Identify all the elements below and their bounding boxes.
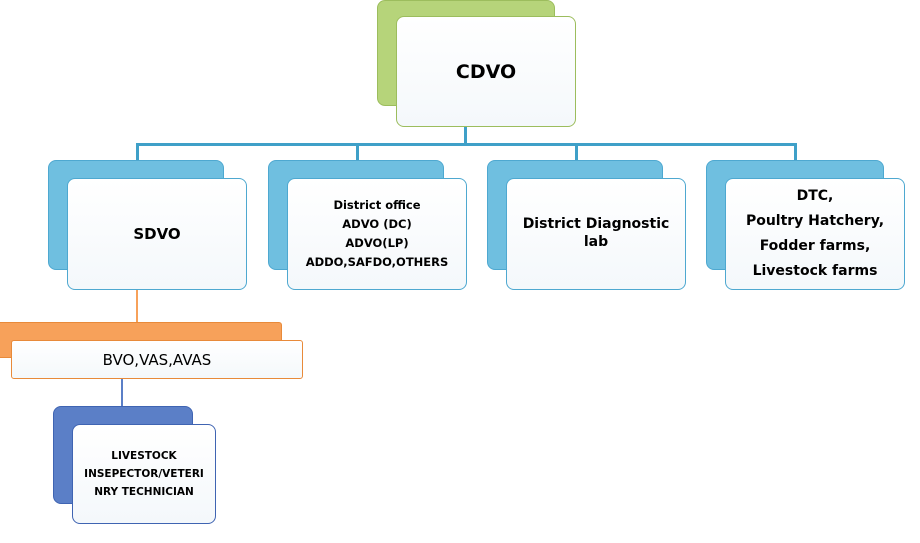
- connector-horizontal: [136, 143, 796, 146]
- district-office-line-3: ADVO(LP): [345, 236, 409, 250]
- bvo-label: BVO,VAS,AVAS: [102, 350, 212, 369]
- district-office-line-4: ADDO,SAFDO,OTHERS: [305, 255, 449, 269]
- district-office-line-1: District office: [333, 198, 421, 212]
- sdvo-label: SDVO: [133, 225, 181, 243]
- district-office-line-2: ADVO (DC): [342, 217, 412, 231]
- connector-to-diagnostic-lab: [575, 143, 578, 161]
- connector-to-sdvo: [136, 143, 139, 161]
- connector-to-district-office: [356, 143, 359, 161]
- dtc-line-1: DTC,: [796, 188, 834, 204]
- dtc-line-3: Fodder farms,: [759, 238, 871, 254]
- diagnostic-lab-line-2: lab: [583, 234, 609, 250]
- sdvo-node: SDVO: [67, 178, 247, 290]
- cdvo-node: CDVO: [396, 16, 576, 127]
- dtc-node: DTC, Poultry Hatchery, Fodder farms, Liv…: [725, 178, 905, 290]
- livestock-line-1: LIVESTOCK: [111, 450, 177, 462]
- livestock-node: LIVESTOCK INSEPECTOR/VETERI NRY TECHNICI…: [72, 424, 216, 524]
- diagnostic-lab-node: District Diagnostic lab: [506, 178, 686, 290]
- livestock-line-2: INSEPECTOR/VETERI: [84, 468, 204, 480]
- cdvo-label: CDVO: [455, 60, 517, 83]
- bvo-node: BVO,VAS,AVAS: [11, 340, 303, 379]
- dtc-line-2: Poultry Hatchery,: [745, 213, 885, 229]
- connector-sdvo-to-bvo: [136, 290, 138, 324]
- diagnostic-lab-line-1: District Diagnostic: [522, 216, 670, 232]
- connector-root-down: [464, 127, 467, 145]
- dtc-line-4: Livestock farms: [752, 263, 878, 279]
- district-office-node: District office ADVO (DC) ADVO(LP) ADDO,…: [287, 178, 467, 290]
- connector-to-dtc: [794, 143, 797, 161]
- livestock-line-3: NRY TECHNICIAN: [94, 486, 194, 498]
- connector-bvo-to-livestock: [121, 378, 123, 406]
